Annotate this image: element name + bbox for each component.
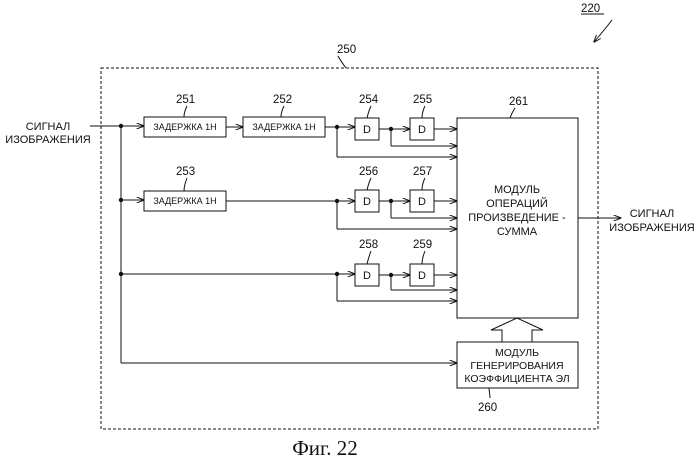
product-sum-line2: ОПЕРАЦИЙ	[486, 197, 548, 210]
d-255-label: D	[418, 124, 426, 136]
product-sum-line4: СУММА	[497, 226, 538, 238]
coef-gen-line3: КОЭФФИЦИЕНТА ЭЛ	[464, 373, 569, 385]
coef-gen-line1: МОДУЛЬ	[495, 347, 539, 359]
d-256-number: 256	[359, 166, 378, 178]
delay-253-label: ЗАДЕРЖКА 1Н	[153, 196, 216, 206]
coef-gen-number: 260	[478, 402, 497, 414]
delay-251-label: ЗАДЕРЖКА 1Н	[153, 122, 216, 132]
coef-to-sum-arrow	[491, 318, 543, 342]
output-label-line1: СИГНАЛ	[630, 208, 675, 220]
d-257-number: 257	[413, 166, 432, 178]
delay-252-label: ЗАДЕРЖКА 1Н	[252, 122, 315, 132]
d-255-number: 255	[413, 94, 432, 106]
d-257-label: D	[418, 196, 426, 208]
product-sum-number: 261	[509, 96, 528, 108]
d-259-label: D	[418, 270, 426, 282]
coef-gen-line2: ГЕНЕРИРОВАНИЯ	[470, 360, 563, 372]
d-258-number: 258	[359, 239, 378, 251]
figure-caption: Фиг. 22	[292, 436, 358, 460]
output-label-line2: ИЗОБРАЖЕНИЯ	[609, 222, 694, 234]
d-256-label: D	[363, 196, 371, 208]
d-259-number: 259	[413, 239, 432, 251]
ref-number-220: 220	[581, 3, 600, 15]
delay-251-number: 251	[176, 94, 195, 106]
d-254-label: D	[363, 124, 371, 136]
d-258-label: D	[363, 270, 371, 282]
input-label-line2: ИЗОБРАЖЕНИЯ	[5, 134, 90, 146]
d-254-number: 254	[359, 94, 379, 106]
input-label-line1: СИГНАЛ	[26, 121, 71, 133]
enclosure-number: 250	[337, 44, 356, 56]
product-sum-line1: МОДУЛЬ	[494, 184, 540, 196]
delay-252-number: 252	[273, 94, 292, 106]
product-sum-line3: ПРОИЗВЕДЕНИЕ -	[468, 212, 566, 224]
delay-253-number: 253	[176, 166, 195, 178]
leader-250	[338, 56, 346, 68]
ref-220-arrow	[594, 20, 612, 42]
